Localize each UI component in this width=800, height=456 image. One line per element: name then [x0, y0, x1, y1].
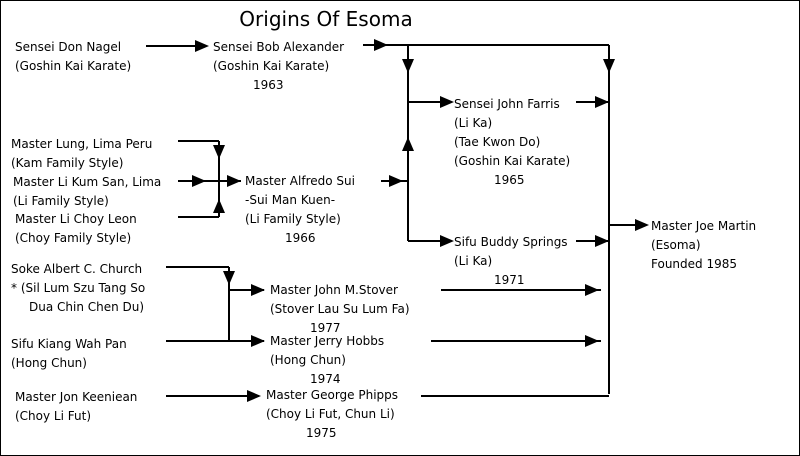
- diagram-title: Origins Of Esoma: [239, 7, 413, 31]
- arrowhead-icon: [227, 175, 241, 187]
- node-name: Master Jon Keeniean: [15, 390, 138, 404]
- node-name: Master Lung, Lima Peru: [11, 137, 153, 151]
- node-style: (Li Ka): [454, 116, 493, 130]
- node-name: Master George Phipps: [266, 388, 399, 402]
- node-year: 1974: [310, 372, 341, 386]
- arrowhead-icon: [635, 219, 649, 231]
- node-alfredo-sui: Master Alfredo Sui -Sui Man Kuen- (Li Fa…: [245, 172, 355, 248]
- arrowhead-icon: [213, 145, 225, 159]
- node-style: (Tae Kwon Do): [454, 135, 541, 149]
- node-jon-keeniean: Master Jon Keeniean (Choy Li Fut): [15, 388, 137, 426]
- node-founded: Founded 1985: [651, 257, 737, 271]
- arrowhead-icon: [595, 96, 609, 108]
- node-style: * (Sil Lum Szu Tang So: [11, 281, 146, 295]
- node-year: 1977: [310, 321, 341, 335]
- node-li-choy-leon: Master Li Choy Leon (Choy Family Style): [15, 210, 137, 248]
- arrowhead-icon: [213, 199, 225, 213]
- node-john-farris: Sensei John Farris (Li Ka) (Tae Kwon Do)…: [454, 95, 570, 190]
- arrowhead-icon: [585, 284, 599, 296]
- node-year: 1971: [494, 273, 525, 287]
- node-name: Sifu Kiang Wah Pan: [11, 337, 127, 351]
- node-name: Soke Albert C. Church: [11, 262, 143, 276]
- node-name: Master Li Kum San, Lima: [13, 175, 162, 189]
- node-style: (Kam Family Style): [11, 156, 124, 170]
- node-year: 1975: [306, 426, 337, 440]
- node-style: (Goshin Kai Karate): [15, 59, 132, 73]
- node-style: (Li Family Style): [245, 212, 341, 226]
- arrowhead-icon: [440, 96, 454, 108]
- arrowhead-icon: [402, 137, 414, 151]
- node-buddy-springs: Sifu Buddy Springs (Li Ka) 1971: [454, 233, 568, 290]
- arrowhead-icon: [440, 235, 454, 247]
- node-style: (Choy Li Fut): [15, 409, 91, 423]
- node-name: Sensei Bob Alexander: [213, 40, 345, 54]
- node-lung: Master Lung, Lima Peru (Kam Family Style…: [11, 135, 152, 173]
- arrowhead-icon: [192, 175, 206, 187]
- node-name: Master Joe Martin: [651, 219, 757, 233]
- node-style: (Hong Chun): [11, 356, 87, 370]
- node-bob-alexander: Sensei Bob Alexander (Goshin Kai Karate)…: [213, 38, 344, 95]
- arrowhead-icon: [251, 284, 265, 296]
- arrowhead-icon: [603, 59, 615, 73]
- node-joe-martin: Master Joe Martin (Esoma) Founded 1985: [651, 217, 756, 274]
- node-style: (Choy Family Style): [15, 231, 132, 245]
- node-style: (Choy Li Fut, Chun Li): [266, 407, 395, 421]
- node-year: 1963: [253, 78, 284, 92]
- arrowhead-icon: [195, 40, 209, 52]
- node-kiang-wah-pan: Sifu Kiang Wah Pan (Hong Chun): [11, 335, 127, 373]
- node-name: Master Jerry Hobbs: [270, 334, 385, 348]
- node-style: (Stover Lau Su Lum Fa): [270, 302, 410, 316]
- node-jerry-hobbs: Master Jerry Hobbs (Hong Chun) 1974: [270, 332, 384, 389]
- node-name: Sensei John Farris: [454, 97, 560, 111]
- node-john-stover: Master John M.Stover (Stover Lau Su Lum …: [270, 281, 410, 338]
- arrowhead-icon: [247, 390, 261, 402]
- node-name: Sensei Don Nagel: [15, 40, 122, 54]
- node-alias: -Sui Man Kuen-: [245, 193, 336, 207]
- arrowhead-icon: [223, 271, 235, 285]
- node-li-kum-san: Master Li Kum San, Lima (Li Family Style…: [13, 173, 161, 211]
- node-name: Sifu Buddy Springs: [454, 235, 568, 249]
- arrowhead-icon: [251, 335, 265, 347]
- node-year: 1965: [494, 173, 525, 187]
- node-style: (Goshin Kai Karate): [213, 59, 330, 73]
- node-albert-church: Soke Albert C. Church * (Sil Lum Szu Tan…: [11, 260, 145, 317]
- node-style: (Li Ka): [454, 254, 493, 268]
- node-year: 1966: [285, 231, 316, 245]
- node-style: (Hong Chun): [270, 353, 346, 367]
- node-style: (Li Family Style): [13, 194, 109, 208]
- node-george-phipps: Master George Phipps (Choy Li Fut, Chun …: [266, 386, 398, 443]
- arrowhead-icon: [389, 175, 403, 187]
- node-name: Master John M.Stover: [270, 283, 398, 297]
- arrowhead-icon: [374, 39, 388, 51]
- arrowhead-icon: [402, 59, 414, 73]
- node-style: Dua Chin Chen Du): [29, 300, 145, 314]
- arrowhead-icon: [585, 335, 599, 347]
- node-style: (Esoma): [651, 238, 701, 252]
- node-name: Master Alfredo Sui: [245, 174, 355, 188]
- arrowhead-icon: [595, 235, 609, 247]
- node-don-nagel: Sensei Don Nagel (Goshin Kai Karate): [15, 38, 131, 76]
- node-name: Master Li Choy Leon: [15, 212, 137, 226]
- node-style: (Goshin Kai Karate): [454, 154, 571, 168]
